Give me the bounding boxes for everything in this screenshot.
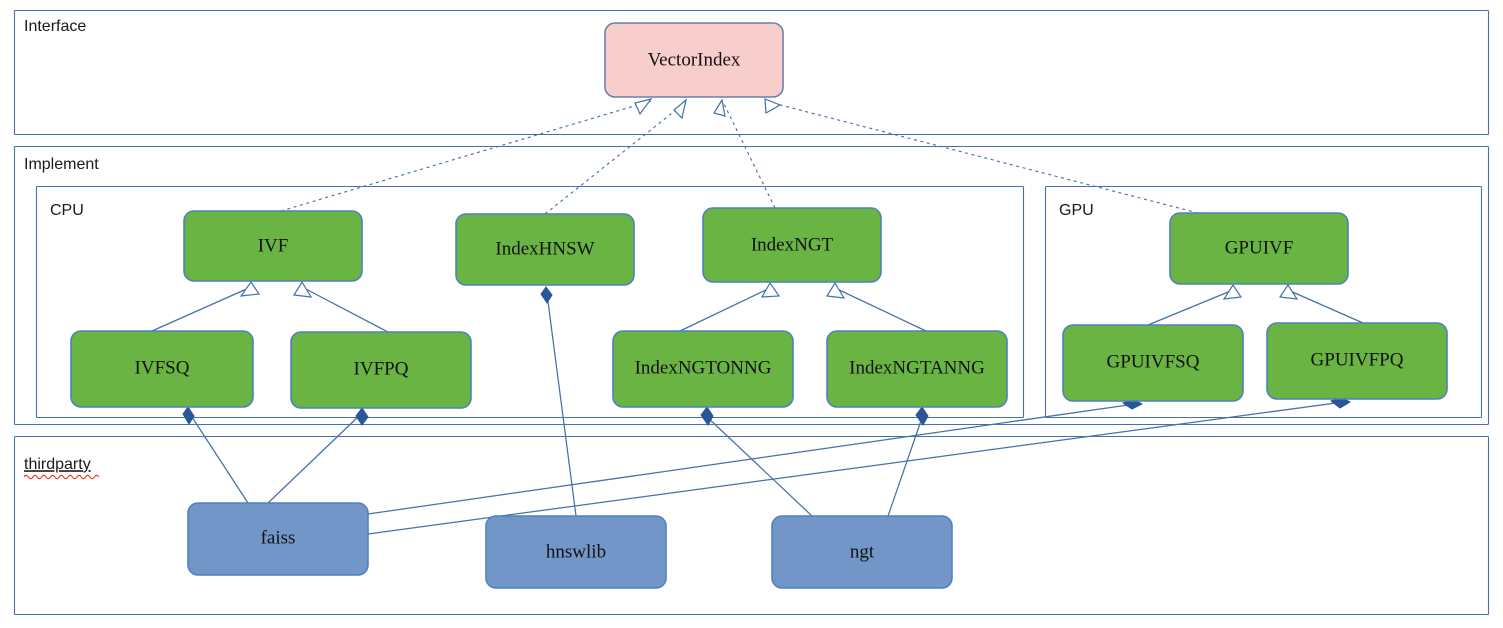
generalization-arrowhead-icon [634, 98, 653, 116]
group-thirdparty-frame [13, 435, 1490, 616]
node-indexngt-label: IndexNGT [751, 234, 834, 255]
node-ivfsq-box[interactable] [70, 330, 254, 408]
group-gpu-label: GPU [1059, 202, 1094, 219]
edge-faiss-to-ivfpq [267, 414, 361, 504]
node-ivfpq[interactable]: IVFPQ [290, 331, 472, 409]
node-indexngtanng-box[interactable] [826, 330, 1008, 408]
node-gpuivf-box[interactable] [1169, 212, 1349, 285]
node-vectorindex[interactable]: VectorIndex [604, 22, 784, 98]
node-indexngt-box[interactable] [702, 207, 882, 283]
edge-decorations [182, 98, 1351, 426]
node-gpuivf-label: GPUIVF [1225, 237, 1294, 258]
edge-ngt-to-indexngtonng [704, 414, 813, 517]
node-gpuivfsq[interactable]: GPUIVFSQ [1062, 324, 1244, 402]
spellcheck-squiggle-icon [23, 474, 100, 480]
node-hnswlib-box[interactable] [485, 515, 667, 589]
node-vectorindex-box[interactable] [604, 22, 784, 98]
node-gpuivfsq-box[interactable] [1062, 324, 1244, 402]
composition-diamond-icon [182, 406, 195, 425]
node-faiss-label: faiss [261, 527, 296, 548]
node-ivf-label: IVF [258, 235, 289, 256]
generalization-arrowhead-icon [760, 281, 781, 298]
node-hnswlib[interactable]: hnswlib [485, 515, 667, 589]
edge-gpuivfsq-to-gpuivf [1147, 289, 1234, 326]
node-gpuivfsq-label: GPUIVFSQ [1107, 351, 1200, 372]
node-gpuivfpq-label: GPUIVFPQ [1311, 349, 1404, 370]
node-gpuivfpq-box[interactable] [1266, 322, 1448, 400]
generalization-arrowhead-icon [239, 280, 261, 297]
node-ngt-box[interactable] [771, 515, 953, 589]
generalization-arrowhead-icon [1278, 283, 1299, 300]
edge-ngt-to-indexngtanng [887, 414, 924, 517]
group-cpu-label: CPU [50, 202, 84, 219]
edge-ivf-to-vectorindex [280, 100, 652, 212]
node-gpuivfpq[interactable]: GPUIVFPQ [1266, 322, 1448, 400]
node-ivf[interactable]: IVF [183, 210, 363, 282]
node-hnswlib-label: hnswlib [546, 541, 606, 562]
node-ivfpq-box[interactable] [290, 331, 472, 409]
nodes-layer: VectorIndex IVF IndexHNSW IndexNGT GPUIV… [70, 22, 1448, 589]
node-indexngtanng-label: IndexNGTANNG [849, 357, 985, 378]
node-ivfsq[interactable]: IVFSQ [70, 330, 254, 408]
composition-diamond-icon [700, 406, 714, 426]
node-ivfpq-label: IVFPQ [354, 358, 409, 379]
composition-diamond-icon [915, 406, 929, 426]
edge-faiss-to-ivfsq [189, 413, 249, 504]
node-indexngt[interactable]: IndexNGT [702, 207, 882, 283]
edge-ivfsq-to-ivf [151, 286, 252, 332]
node-faiss-box[interactable] [187, 502, 369, 576]
composition-diamond-icon [540, 286, 553, 304]
node-gpuivf[interactable]: GPUIVF [1169, 212, 1349, 285]
generalization-arrowhead-icon [673, 98, 687, 120]
node-ngt[interactable]: ngt [771, 515, 953, 589]
node-faiss[interactable]: faiss [187, 502, 369, 576]
node-indexngtanng[interactable]: IndexNGTANNG [826, 330, 1008, 408]
generalization-arrowhead-icon [825, 281, 846, 299]
edge-indexngtanng-to-indexngt [834, 287, 927, 332]
node-ngt-label: ngt [850, 541, 875, 562]
edge-hnswlib-to-indexhnsw [546, 293, 577, 517]
node-indexngtonng-label: IndexNGTONNG [635, 357, 772, 378]
generalization-arrowhead-icon [1222, 283, 1243, 300]
edge-gpuivfpq-to-gpuivf [1287, 289, 1364, 324]
group-thirdparty-label: thirdparty [24, 456, 91, 473]
generalization-arrowhead-icon [713, 98, 726, 117]
node-ivfsq-label: IVFSQ [135, 357, 190, 378]
node-indexhnsw[interactable]: IndexHNSW [455, 213, 635, 286]
node-indexngtonng-box[interactable] [612, 330, 794, 408]
generalization-arrowhead-icon [764, 98, 782, 114]
edge-faiss-to-gpuivfpq [367, 402, 1337, 535]
generalization-arrowhead-icon [292, 280, 313, 298]
group-interface-label: Interface [24, 18, 86, 35]
edge-faiss-to-gpuivfsq [367, 404, 1129, 515]
edge-gpuivf-to-vectorindex [764, 100, 1199, 214]
node-indexhnsw-label: IndexHNSW [495, 238, 594, 259]
group-thirdparty: thirdparty [13, 435, 1490, 616]
node-indexhnsw-box[interactable] [455, 213, 635, 286]
edge-ivfpq-to-ivf [301, 286, 389, 333]
node-indexngtonng[interactable]: IndexNGTONNG [612, 330, 794, 408]
node-ivf-box[interactable] [183, 210, 363, 282]
group-implement-label: Implement [24, 156, 99, 173]
edges-layer [151, 100, 1364, 535]
edge-indexngtonng-to-indexngt [679, 287, 771, 332]
node-vectorindex-label: VectorIndex [648, 49, 741, 70]
composition-diamond-icon [355, 407, 369, 426]
